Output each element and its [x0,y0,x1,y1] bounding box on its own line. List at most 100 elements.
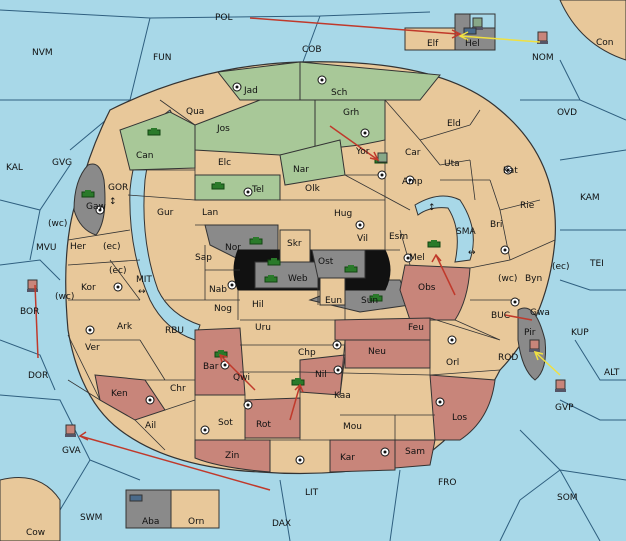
label-uru: Uru [255,323,271,333]
supply-center-icon [355,220,365,230]
army-icon [267,258,281,266]
label-hil: Hil [252,300,264,310]
label-kaa: Kaa [334,391,351,401]
sea-label-gva: GVA [62,446,82,456]
label-ail: Ail [145,421,156,431]
supply-center-icon [380,447,390,457]
label-chp: Chp [298,348,316,358]
region-grh[interactable] [314,99,386,151]
region-orn[interactable] [170,489,220,529]
supply-center-icon [295,455,305,465]
army-icon [264,275,278,283]
region-rot[interactable] [244,397,301,439]
inner-sea-sma[interactable] [414,195,474,263]
sea-label-rod: ROD [498,353,518,363]
label-lan: Lan [202,208,218,218]
label-mel: Mel [409,253,425,263]
supply-center-icon [447,335,457,345]
label-jad: Jad [243,86,258,96]
fleet-icon [529,339,540,352]
sea-label-pol: POL [215,13,233,23]
label-bri: Bri [490,220,502,230]
label-tel: Tel [251,185,264,195]
label-gur: Gur [157,208,174,218]
label-eun: Eun [325,296,342,306]
label-gaw: Gaw [86,202,106,212]
sea-label-lit: LIT [305,488,319,498]
sea-labels: POL NVM FUN COB Con NOM OVD KAL GVG KAM … [6,13,620,538]
label-vil: Vil [357,234,368,244]
region-neu[interactable] [344,339,431,369]
supply-center-icon [145,395,155,405]
sma-diagonal-arrow-icon: ↕ [428,203,436,213]
label-orn: Orn [188,517,204,527]
label-esm: Esm [389,232,408,242]
region-sch[interactable] [299,61,441,101]
supply-center-icon [503,165,513,175]
supply-center-icon [360,128,370,138]
supply-center-icon [333,365,343,375]
sea-label-fun: FUN [153,53,172,63]
region-web[interactable] [254,261,319,289]
region-gaw[interactable] [73,163,106,236]
label-kor: Kor [81,283,96,293]
land-labels: Elf Hel Jad Sch Qua Jos Grh Eld Can Elc … [48,39,570,527]
label-elf: Elf [427,39,439,49]
sea-label-dax: DAX [272,519,291,529]
gor-double-arrow-icon: ↕ [109,197,117,207]
label-mou: Mou [343,422,362,432]
sea-label-cow: Cow [26,528,45,538]
label-feu: Feu [408,323,424,333]
label-her: Her [70,242,86,252]
label-nor: Nor [225,243,241,253]
label-skr: Skr [287,239,302,249]
label-qua: Qua [186,107,204,117]
region-can[interactable] [119,111,196,171]
label-kar: Kar [340,453,355,463]
sea-label-kal: KAL [6,163,23,173]
region-ken[interactable] [94,374,166,421]
region-los[interactable] [429,374,496,441]
region-tel[interactable] [194,174,281,201]
army-icon [344,265,358,273]
label-ken: Ken [111,389,128,399]
label-rie: Rie [520,201,535,211]
supply-center-icon [500,245,510,255]
sea-label-alt: ALT [604,368,620,378]
sea-label-tei: TEI [589,259,604,269]
sea-label-fro: FRO [438,478,457,488]
region-cow[interactable] [0,477,61,541]
label-gwa: Gwa [530,308,550,318]
sea-label-cob: COB [302,45,322,55]
label-eld: Eld [447,119,461,129]
label-ec3: (ec) [109,266,127,276]
label-wc3: (wc) [498,274,517,284]
label-sch: Sch [331,88,347,98]
label-zin: Zin [225,451,239,461]
label-obs: Obs [418,283,436,293]
fleet-icon [555,379,566,392]
label-chr: Chr [170,384,186,394]
sea-label-rbu: RBU [165,326,184,336]
label-grh: Grh [343,108,359,118]
fleet-icon [537,31,548,44]
label-hel: Hel [465,39,480,49]
label-los: Los [452,413,467,423]
fleet-icon [129,494,143,502]
sma-double-arrow-icon: ↔ [468,248,476,258]
label-amp: Amp [402,177,423,187]
label-ec2: (ec) [552,262,570,272]
label-car: Car [405,148,421,158]
sea-label-gvg: GVG [52,158,72,168]
label-wc2: (wc) [55,292,74,302]
sea-label-con: Con [596,38,614,48]
supply-center-icon [243,400,253,410]
label-qwi: Qwi [233,373,250,383]
sea-label-sma: SMA [456,227,476,237]
label-jos: Jos [216,124,230,134]
label-ost: Ost [318,257,334,267]
supply-center-icon [317,75,327,85]
army-icon [147,128,161,136]
supply-center-icon [200,425,210,435]
